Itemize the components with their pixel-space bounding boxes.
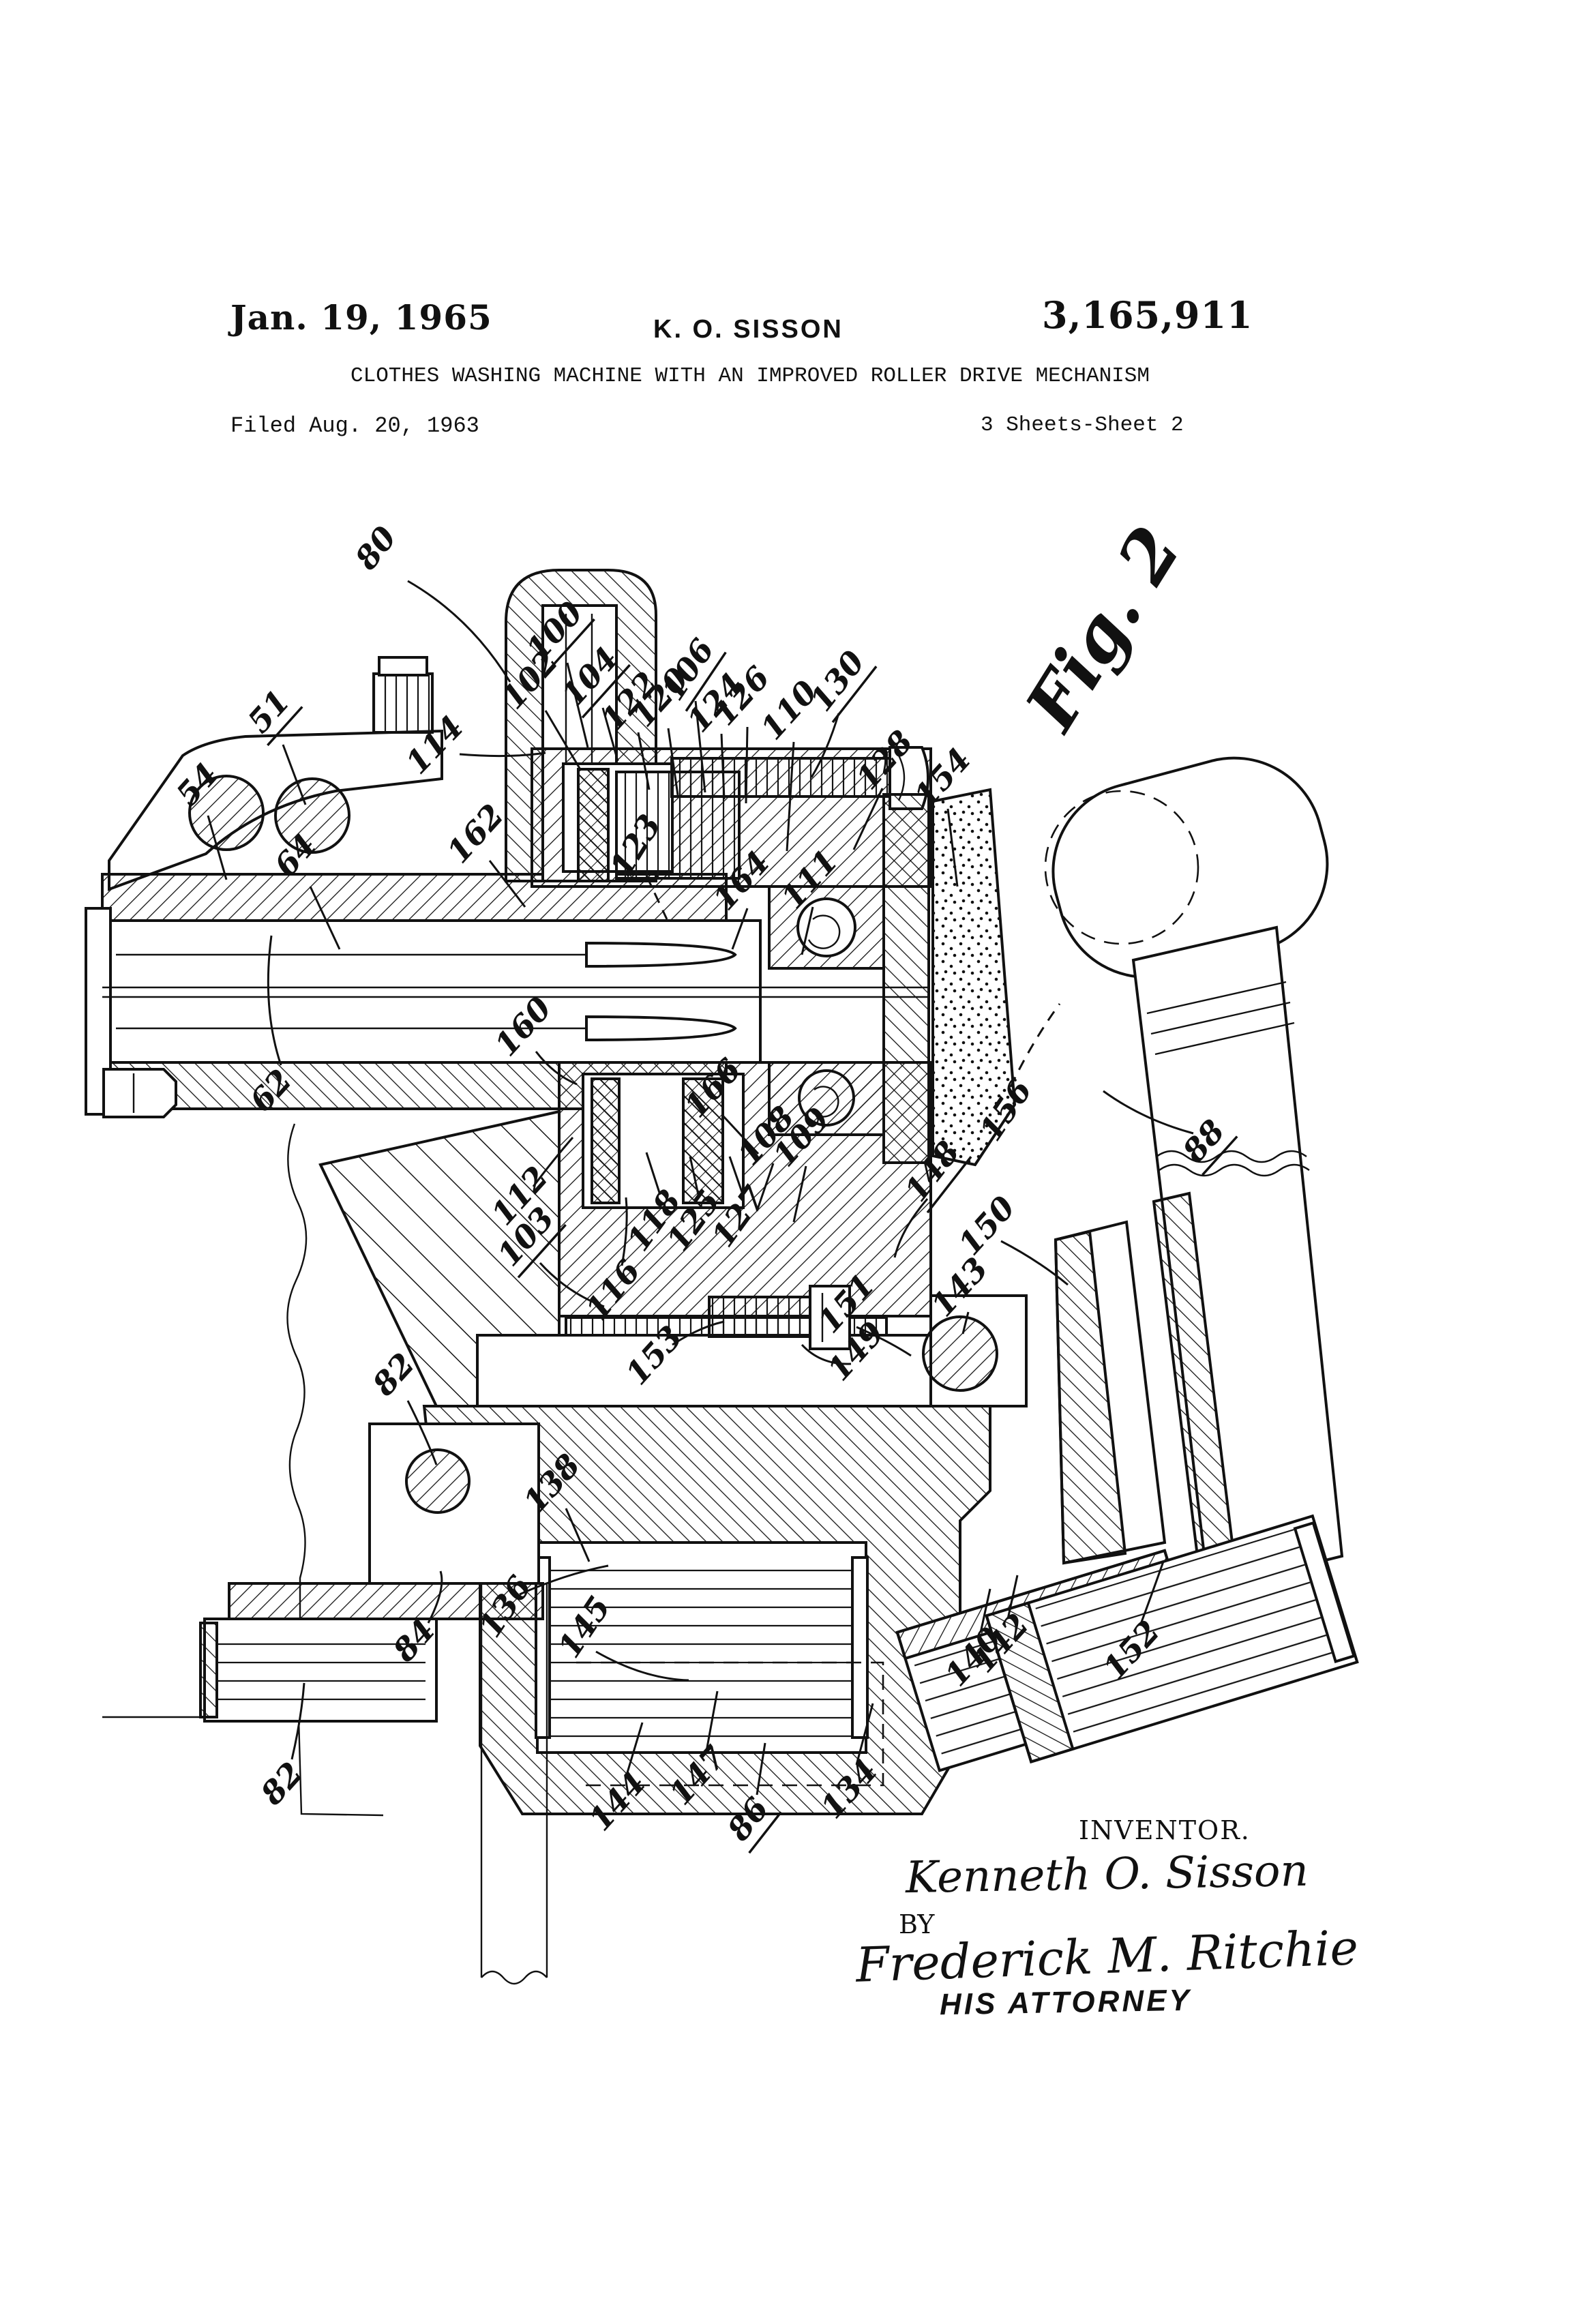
leader-150	[1000, 1240, 1069, 1286]
leader-62	[267, 935, 282, 1066]
leader-126	[745, 726, 749, 804]
leader-110	[786, 741, 795, 852]
leader-84	[427, 1570, 443, 1624]
leader-160	[535, 1051, 578, 1086]
leader-125	[689, 1156, 700, 1195]
svg-text:80: 80	[347, 520, 404, 577]
leader-151	[856, 1326, 912, 1357]
leader-80	[407, 580, 511, 683]
leader-104	[601, 707, 619, 762]
leader-166	[721, 1114, 760, 1155]
patent-title: CLOTHES WASHING MACHINE WITH AN IMPROVED…	[350, 364, 1150, 388]
leader-136	[519, 1564, 609, 1596]
patent-number: 3,165,911	[1042, 293, 1253, 337]
leader-102	[544, 710, 582, 771]
leader-124	[720, 733, 726, 800]
leader-147	[705, 1690, 719, 1752]
svg-text:162: 162	[440, 797, 511, 870]
leader-103	[539, 1262, 605, 1308]
leader-138	[565, 1508, 591, 1562]
leader-142	[1006, 1575, 1019, 1620]
part-label-80: 80	[347, 520, 404, 577]
leader-148	[893, 1198, 929, 1258]
leader-120	[667, 728, 679, 796]
leader-88	[1103, 1090, 1194, 1135]
support-cone	[1054, 1220, 1167, 1565]
part-label-150: 150	[951, 1189, 1022, 1262]
leader-123	[645, 875, 668, 920]
svg-text:51: 51	[241, 683, 297, 740]
lower-housing	[476, 1061, 1028, 1407]
leader-145	[595, 1650, 689, 1682]
leader-118	[645, 1152, 661, 1195]
svg-text:150: 150	[951, 1189, 1022, 1262]
leader-108	[756, 1163, 775, 1212]
patent-date: Jan. 19, 1965	[230, 297, 492, 338]
drive-arm	[1044, 756, 1344, 1591]
leader-106	[694, 700, 706, 793]
leader-82	[406, 1400, 438, 1465]
leader-82	[290, 1682, 305, 1760]
leader-lines	[207, 580, 1194, 1796]
left-bracket-roller	[199, 1422, 548, 1985]
leader-149	[801, 1343, 852, 1365]
leader-116	[621, 1197, 628, 1266]
frame-bracket	[108, 656, 443, 891]
part-label-162: 162	[440, 797, 511, 870]
leader-154	[946, 808, 959, 887]
roller-housing	[422, 1405, 1359, 1815]
leader-140	[979, 1588, 991, 1633]
leader-144	[625, 1722, 644, 1778]
figure-label: Fig. 2	[1009, 513, 1197, 745]
leader-109	[792, 1165, 807, 1223]
sheet-info: 3 Sheets-Sheet 2	[981, 413, 1184, 437]
leader-127	[728, 1156, 743, 1193]
leader-112	[532, 1137, 574, 1187]
leader-100	[566, 662, 589, 748]
leader-143	[961, 1311, 970, 1335]
leader-164	[731, 908, 749, 950]
leader-64	[309, 886, 341, 950]
inventor-heading: INVENTOR.	[1079, 1815, 1251, 1845]
leader-114	[459, 751, 546, 758]
leader-128	[852, 788, 884, 850]
leader-162	[488, 860, 526, 908]
leader-134	[855, 1703, 874, 1766]
filed-date: Filed Aug. 20, 1963	[230, 413, 479, 438]
leader-122	[637, 732, 651, 790]
leader-111	[801, 906, 814, 955]
leader-152	[1139, 1561, 1165, 1626]
leader-153	[672, 1320, 725, 1346]
inventor-name-header: K. O. SISSON	[653, 315, 844, 344]
leader-156	[1009, 1003, 1061, 1088]
leader-86	[756, 1742, 766, 1796]
leader-54	[207, 815, 228, 880]
leader-51	[282, 744, 307, 805]
inventor-signature: Kenneth O. Sisson	[905, 1845, 1309, 1904]
leader-130	[810, 713, 840, 778]
attorney-title: HIS ATTORNEY	[939, 1983, 1193, 2022]
by-label: BY	[899, 1909, 935, 1939]
